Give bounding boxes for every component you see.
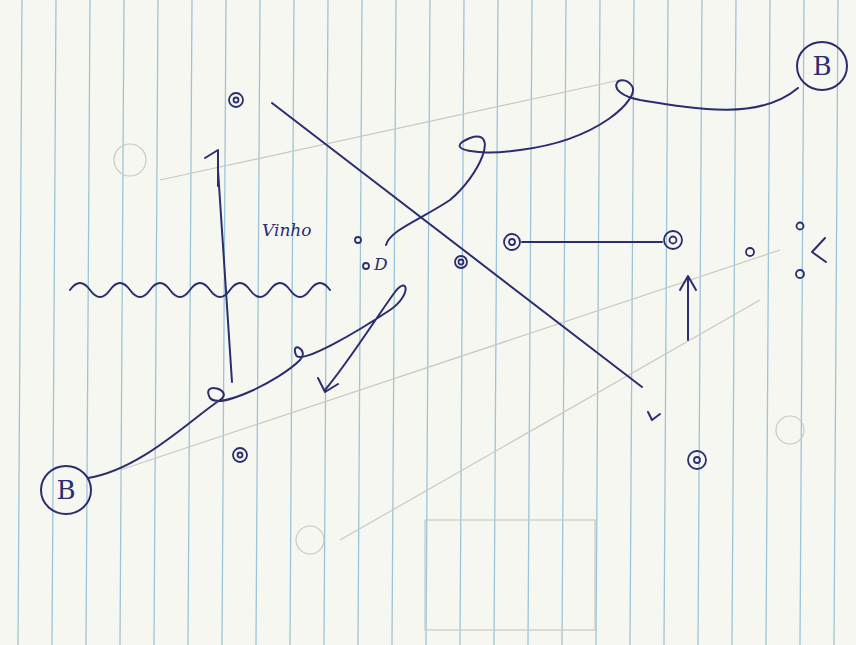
circle-outline [797,42,847,90]
team-circle: B [795,39,849,93]
player-note: D [374,256,388,273]
arrow-mark [812,238,826,262]
faint-pencil [114,80,804,630]
run-line [218,170,232,382]
circle-outline [41,466,91,514]
arrow-head [205,150,218,186]
diagonal-line [272,103,642,387]
ruled-lines [18,0,838,645]
tick-mark [648,412,660,420]
curved-run [88,285,406,478]
team-letter: B [56,477,75,503]
team-letter: B [812,53,831,79]
up-arrow [680,276,696,340]
players [229,93,804,469]
team-circle: B [39,463,93,517]
player-note: Vinho [262,222,312,239]
curved-run [386,80,798,245]
wavy-run [70,283,330,297]
pass-line [522,241,662,243]
